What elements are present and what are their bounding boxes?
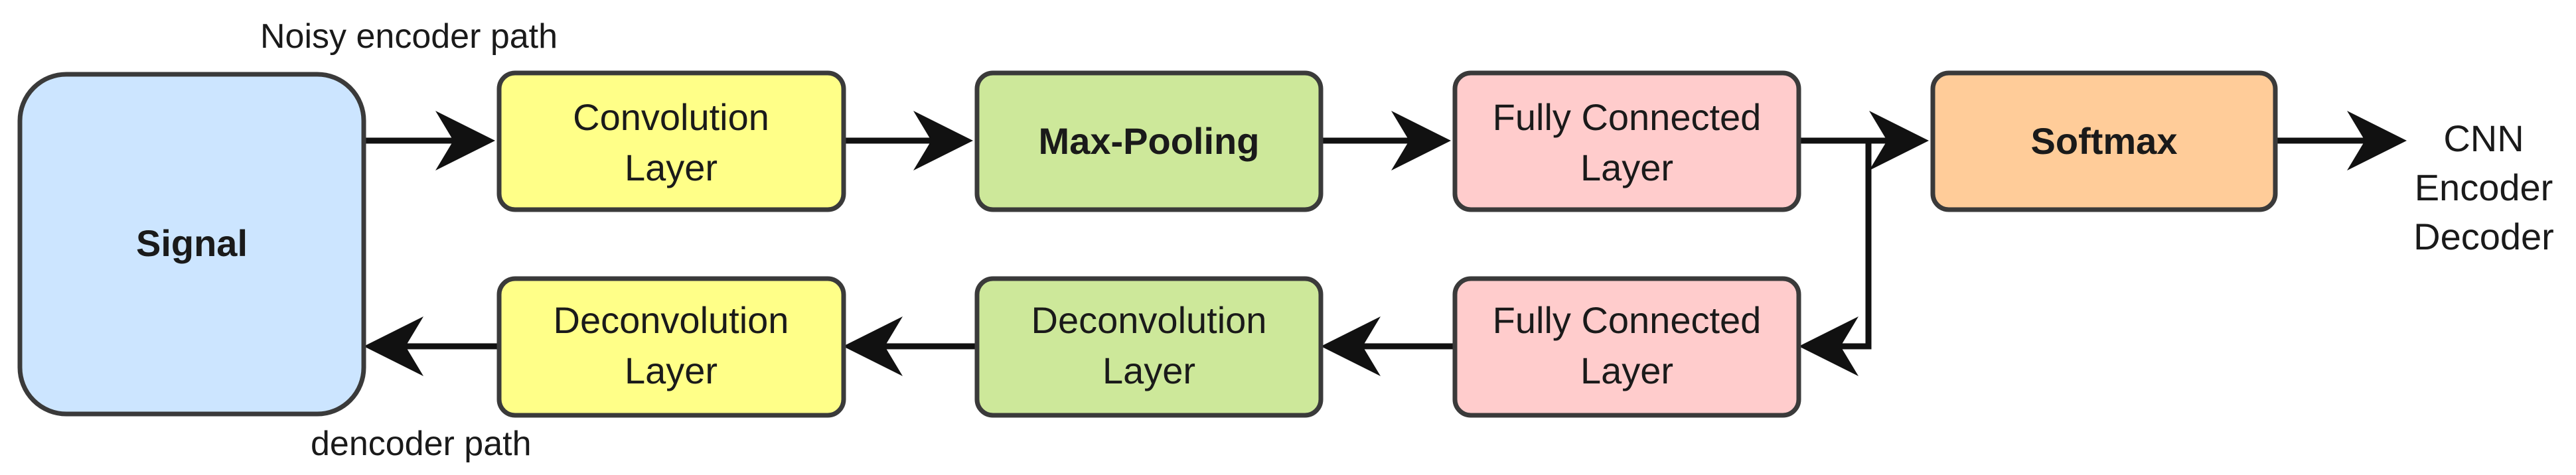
node-softmax-box <box>1930 70 2278 212</box>
output-label-line1: CNN <box>2443 117 2524 159</box>
bottom-caption: dencoder path <box>311 425 532 463</box>
node-fully-connected-bottom-label-line1: Fully Connected <box>1493 299 1762 341</box>
node-fully-connected-bottom-box <box>1452 276 1801 418</box>
node-fully-connected-bottom-label-line2: Layer <box>1580 350 1673 391</box>
node-deconvolution-yellow-label-line1: Deconvolution <box>554 299 789 341</box>
output-label-line3: Decoder <box>2413 216 2554 257</box>
output-label-line2: Encoder <box>2415 167 2553 208</box>
output-label: CNN Encoder Decoder <box>2413 117 2554 257</box>
node-convolution-label-line1: Convolution <box>573 96 769 138</box>
node-convolution-label-line2: Layer <box>625 147 718 188</box>
node-deconvolution-yellow: Deconvolution Layer <box>496 276 846 418</box>
node-deconvolution-yellow-box <box>496 276 846 418</box>
node-deconvolution-green: Deconvolution Layer <box>974 276 1324 418</box>
node-fully-connected-top-label-line1: Fully Connected <box>1493 96 1762 138</box>
node-signal-label: Signal <box>136 222 248 264</box>
node-convolution-box <box>496 70 846 212</box>
node-fully-connected-top-label-line2: Layer <box>1580 147 1673 188</box>
node-softmax-label: Softmax <box>2031 120 2178 162</box>
node-deconvolution-green-label-line2: Layer <box>1102 350 1195 391</box>
node-deconvolution-green-label-line1: Deconvolution <box>1031 299 1267 341</box>
node-max-pooling: Max-Pooling <box>974 70 1324 212</box>
node-max-pooling-box <box>974 70 1324 212</box>
edges <box>364 111 2407 376</box>
node-signal: Signal <box>17 72 366 417</box>
node-deconvolution-green-box <box>974 276 1324 418</box>
node-fully-connected-top: Fully Connected Layer <box>1452 70 1801 212</box>
node-fully-connected-bottom: Fully Connected Layer <box>1452 276 1801 418</box>
node-fully-connected-top-box <box>1452 70 1801 212</box>
node-convolution-layer: Convolution Layer <box>496 70 846 212</box>
node-signal-box <box>17 72 366 417</box>
node-deconvolution-yellow-label-line2: Layer <box>625 350 718 391</box>
top-caption: Noisy encoder path <box>260 17 558 56</box>
node-max-pooling-label: Max-Pooling <box>1039 120 1260 162</box>
node-softmax: Softmax <box>1930 70 2278 212</box>
edge-branch-to-fc-bottom <box>1799 141 1872 376</box>
